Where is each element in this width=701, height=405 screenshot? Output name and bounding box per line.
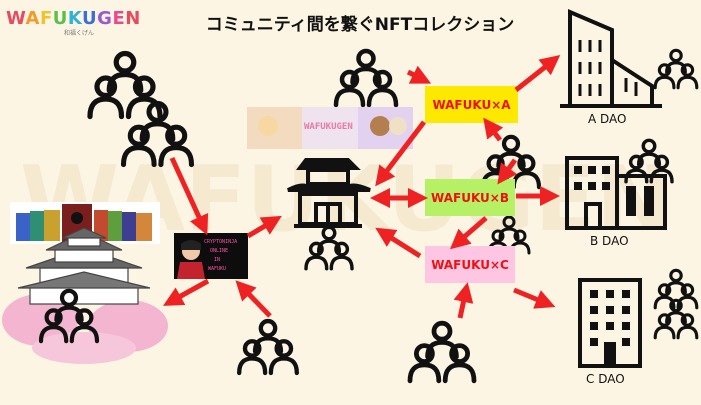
logo-letter: K (67, 8, 83, 29)
arrow-poster-to-castle (162, 278, 210, 306)
logo-letter: G (97, 8, 113, 29)
arrow-tag-a-to-gate (375, 120, 426, 187)
banner-text-wrap: WAFUKUGEN (300, 122, 360, 136)
group-icon-bottom (410, 323, 474, 381)
tag-wafuku-a: WAFUKU×A (432, 97, 511, 112)
arrow-poster-to-gate (246, 215, 282, 239)
arrow-tag-c-to-c-dao (513, 287, 556, 309)
logo-letter: W (6, 8, 26, 29)
dao-label-b: B DAO (590, 234, 629, 248)
dao-label-c: C DAO (586, 372, 625, 386)
arrow-tag-a-to-a-dao (514, 55, 561, 92)
arrow-tag-c-to-gate (375, 227, 422, 259)
logo-letter: N (125, 8, 141, 29)
wafukugen-banner-image (247, 107, 413, 149)
tag-box-wafuku-b (425, 179, 515, 216)
group-icon-bottom-left (239, 321, 297, 373)
poster-text-3: IN (214, 257, 221, 263)
tag-wafuku-c: WAFUKU×C (431, 257, 509, 272)
logo-letter: F (39, 8, 53, 29)
arrows (162, 55, 561, 319)
castle-gate-icon (287, 158, 371, 228)
logo-letter: A (25, 8, 40, 29)
dao-label-a: A DAO (588, 112, 627, 126)
logo-letter: U (82, 8, 98, 29)
tag-wafuku-b: WAFUKU×B (431, 190, 509, 205)
logo-letter: E (112, 8, 126, 29)
page-title: コミュニティ間を繋ぐNFTコレクション (205, 15, 515, 35)
banner-text: WAFUKUGEN (304, 122, 353, 132)
arrow-bottom-group-to-tag-c (453, 282, 474, 319)
tag-box-wafuku-a (425, 86, 518, 123)
group-icon-c-dao-top (653, 268, 699, 310)
poster-text-4: WAFUKU (208, 266, 227, 272)
wafukugen-logo-subtitle: 和福くげん (64, 30, 95, 37)
c-dao-building-icon (578, 278, 642, 368)
arrow-group-to-tag-b (497, 158, 518, 185)
arrow-bottom-group-to-poster (235, 280, 272, 318)
tag-box-wafuku-c (425, 246, 515, 283)
group-icon-a-dao (653, 48, 699, 90)
logo-letter: U (52, 8, 68, 29)
arrow-top-group-to-tag-a (406, 65, 432, 84)
arrow-tag-b-to-tag-c (449, 216, 488, 250)
poster-text-1: CRYPTONINJA (204, 239, 238, 245)
castle-sakura-image (2, 227, 168, 364)
wafukugen-logo: WAFUKUGEN (6, 8, 141, 29)
group-icon-c-dao-bottom (653, 298, 699, 340)
group-icon-top (336, 51, 396, 105)
arrow-left-group-to-poster (169, 156, 209, 236)
poster-text-2: ONLINE (210, 248, 229, 254)
ninja-poster-thumbnail (174, 233, 248, 279)
a-dao-building-icon (560, 8, 662, 108)
arrow-group-to-tag-a (483, 117, 504, 142)
b-dao-building-icon (565, 156, 667, 230)
